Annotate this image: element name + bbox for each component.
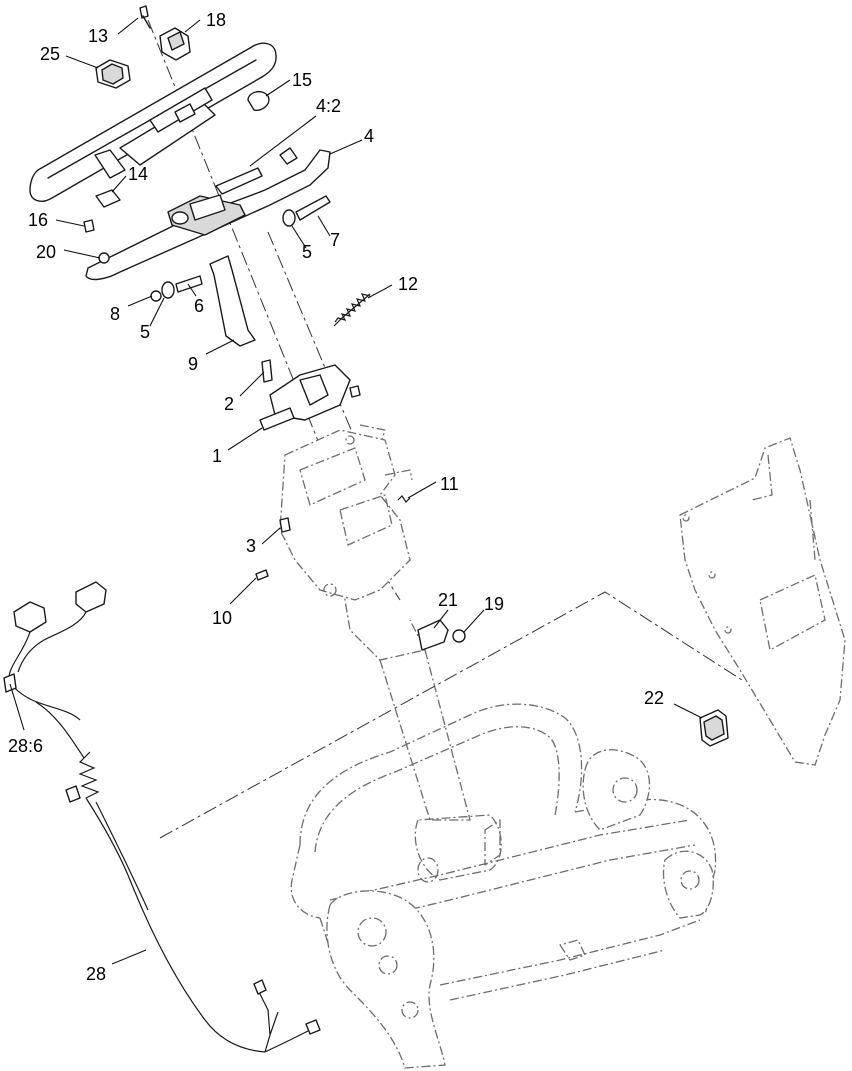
callout-labels: 13 18 25 15 4:2 4 14 16 20 7 5 12 6 8 5 … [8, 10, 664, 984]
callout-25: 25 [40, 44, 60, 64]
spring-12 [333, 293, 371, 327]
wire-harness-28 [3, 581, 321, 1053]
nut-8 [150, 290, 162, 302]
callout-1: 1 [212, 446, 222, 466]
screw-16 [83, 219, 95, 233]
wheel-centerline [267, 231, 369, 471]
column-mechanism-phantom [279, 424, 413, 601]
side-panel-phantom [679, 437, 846, 766]
callout-21: 21 [438, 590, 458, 610]
callout-16: 16 [28, 210, 48, 230]
nut-19 [452, 629, 466, 643]
callout-19: 19 [484, 594, 504, 614]
bolt-3 [279, 517, 291, 533]
callout-2: 2 [224, 394, 234, 414]
bolt-2 [261, 359, 273, 383]
steering-bar [29, 42, 277, 202]
callout-4-2: 4:2 [316, 96, 341, 116]
bolt-13 [139, 5, 151, 29]
callout-10: 10 [212, 608, 232, 628]
bracket-1 [259, 364, 361, 431]
callout-8: 8 [110, 304, 120, 324]
callout-15: 15 [292, 70, 312, 90]
callout-5-lower: 5 [140, 322, 150, 342]
callout-18: 18 [206, 10, 226, 30]
callout-5-upper: 5 [302, 242, 312, 262]
callout-4: 4 [364, 126, 374, 146]
steering-column-phantom [339, 569, 502, 883]
nut-20 [98, 252, 110, 264]
pin-7 [295, 195, 331, 221]
spring-pin-11 [397, 495, 411, 503]
pin-6 [175, 275, 203, 293]
switch-22 [699, 709, 729, 747]
callout-22: 22 [644, 688, 664, 708]
callout-7: 7 [330, 230, 340, 250]
switch-18 [159, 27, 191, 61]
lower-handle-bar [85, 147, 331, 281]
callout-3: 3 [246, 536, 256, 556]
callout-6: 6 [194, 296, 204, 316]
callout-11: 11 [440, 474, 459, 494]
callout-13: 13 [88, 26, 108, 46]
callout-14: 14 [128, 164, 148, 184]
washer-5-upper [282, 209, 296, 227]
callout-28-6: 28:6 [8, 736, 43, 756]
callout-20: 20 [36, 242, 56, 262]
knob-15 [247, 90, 270, 111]
washer-5-lower [161, 281, 175, 299]
connector-25 [95, 59, 131, 89]
seat-frame-phantom [290, 703, 717, 1069]
lever-arm-9 [209, 255, 256, 347]
clamp-21 [417, 619, 449, 651]
leader-lines [9, 17, 703, 965]
callout-28: 28 [86, 964, 106, 984]
callout-9: 9 [188, 354, 198, 374]
screw-10 [255, 569, 269, 581]
panel-centerline [159, 591, 746, 839]
callout-12: 12 [398, 274, 418, 294]
clip-14 [95, 189, 121, 208]
